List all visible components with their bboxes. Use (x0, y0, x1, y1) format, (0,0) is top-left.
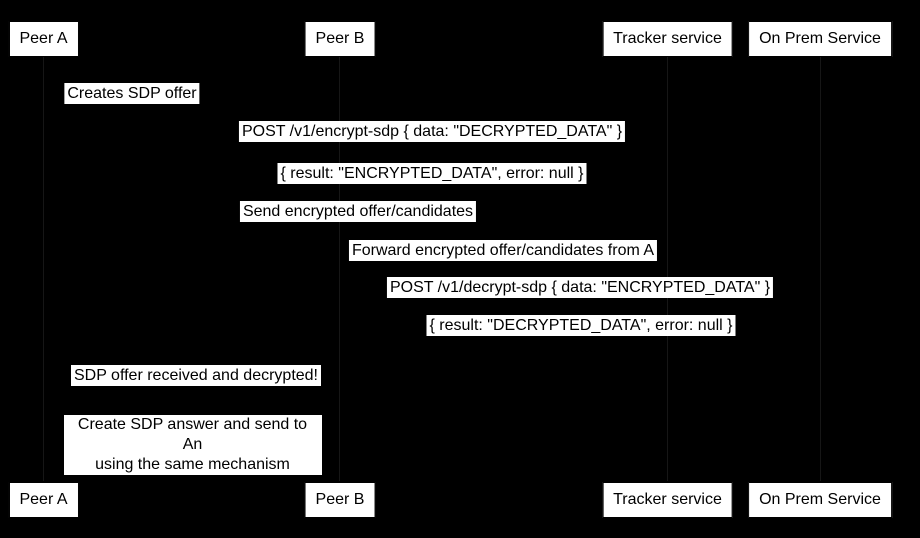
message-create-sdp-answer-line-2: using the same mechanism (95, 456, 290, 473)
lifeline-on-prem-service (820, 57, 821, 481)
message-forward-encrypted-offer: Forward encrypted offer/candidates from … (348, 240, 658, 261)
lifeline-peer-a (43, 57, 44, 481)
message-send-encrypted-offer: Send encrypted offer/candidates (239, 201, 477, 222)
actor-box-peer-a-top: Peer A (8, 21, 79, 57)
message-create-sdp-answer: Create SDP answer and send to An using t… (63, 415, 322, 475)
actor-box-on-prem-service-bottom: On Prem Service (748, 482, 892, 518)
message-decrypt-sdp-request: POST /v1/decrypt-sdp { data: "ENCRYPTED_… (386, 277, 774, 298)
message-encrypt-sdp-response: { result: "ENCRYPTED_DATA", error: null … (277, 163, 587, 184)
actor-box-peer-b-top: Peer B (304, 21, 376, 57)
actor-box-tracker-service-top: Tracker service (602, 21, 733, 57)
message-create-sdp-answer-line-1: Create SDP answer and send to An (77, 416, 308, 453)
actor-box-tracker-service-bottom: Tracker service (602, 482, 733, 518)
actor-box-peer-a-bottom: Peer A (8, 482, 79, 518)
message-encrypt-sdp-request: POST /v1/encrypt-sdp { data: "DECRYPTED_… (238, 121, 626, 142)
lifeline-tracker-service (667, 57, 668, 481)
lifeline-peer-b (339, 57, 340, 481)
actor-box-on-prem-service-top: On Prem Service (748, 21, 892, 57)
message-creates-sdp-offer: Creates SDP offer (64, 83, 200, 104)
message-sdp-offer-received: SDP offer received and decrypted! (71, 365, 321, 386)
actor-box-peer-b-bottom: Peer B (304, 482, 376, 518)
message-decrypt-sdp-response: { result: "DECRYPTED_DATA", error: null … (426, 315, 736, 336)
